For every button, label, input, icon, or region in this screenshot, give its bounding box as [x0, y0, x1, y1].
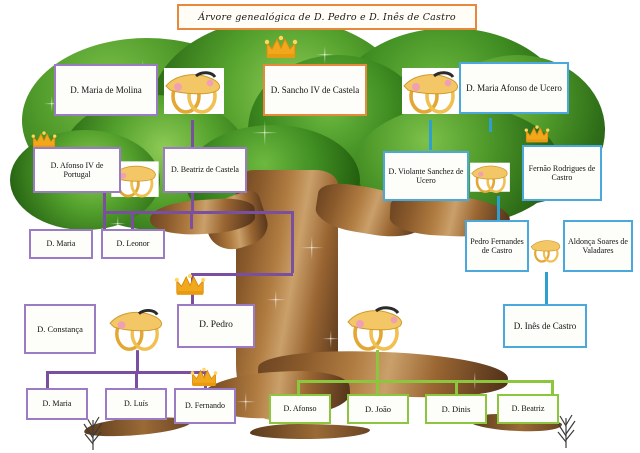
node-beatriz-child[interactable]: D. Beatriz: [497, 394, 559, 424]
node-pedro-fernandes[interactable]: Pedro Fernandes de Castro: [465, 220, 529, 272]
node-label: D. Beatriz: [511, 404, 545, 414]
node-label: D. Violante Sanchez de Ucero: [388, 166, 464, 185]
sparkle: [300, 236, 324, 260]
node-label: D. Inês de Castro: [513, 320, 577, 331]
wedding-rings-icon: [108, 306, 166, 351]
crown-icon: [264, 35, 298, 58]
node-label: D. Luís: [124, 399, 148, 409]
sparkle: [252, 120, 278, 146]
node-label: Fernão Rodrigues de Castro: [528, 163, 596, 182]
node-pedro[interactable]: D. Pedro: [177, 304, 255, 348]
node-label: Pedro Fernandes de Castro: [470, 236, 524, 255]
node-label: D. Maria: [46, 239, 76, 249]
node-afonso-iv[interactable]: D. Afonso IV de Portugal: [33, 147, 121, 193]
crown-icon: [31, 131, 57, 149]
node-label: D. Maria Afonso de Ucero: [466, 82, 562, 93]
node-label: D. Maria: [42, 399, 72, 409]
node-leonor[interactable]: D. Leonor: [101, 229, 165, 259]
node-label: D. Leonor: [116, 239, 150, 249]
node-label: D. Afonso IV de Portugal: [50, 160, 104, 179]
node-ines-castro[interactable]: D. Inês de Castro: [503, 304, 587, 348]
node-afonso-child[interactable]: D. Afonso: [269, 394, 331, 424]
connector: [191, 273, 293, 276]
connector: [46, 371, 49, 388]
wedding-rings-icon: [402, 68, 462, 114]
connector: [136, 348, 139, 373]
sparkle: [322, 330, 340, 348]
connector: [497, 196, 500, 220]
node-aldonca-soares[interactable]: Aldonça Soares de Valadares: [563, 220, 633, 272]
connector: [191, 193, 194, 213]
tree-branch: [257, 347, 509, 401]
wedding-rings-icon: [164, 68, 224, 114]
node-maria-1[interactable]: D. Maria: [29, 229, 93, 259]
connector: [190, 211, 193, 229]
node-label: D. Pedro: [199, 320, 233, 331]
connector: [191, 120, 194, 152]
connector: [46, 371, 206, 374]
node-maria-2[interactable]: D. Maria: [26, 388, 88, 420]
connector: [103, 193, 106, 212]
crown-icon: [190, 367, 218, 387]
connector: [103, 211, 293, 214]
node-label: Aldonça Soares de Valadares: [568, 236, 628, 255]
node-label: D. Dinis: [441, 403, 471, 414]
sparkle: [236, 392, 256, 412]
crown-icon: [524, 125, 550, 143]
node-label: D. Maria de Molina: [70, 84, 142, 95]
connector: [103, 211, 106, 229]
wedding-rings-icon: [346, 305, 406, 351]
node-luis[interactable]: D. Luís: [105, 388, 167, 420]
node-joao[interactable]: D. João: [347, 394, 409, 424]
node-label: D. Fernando: [185, 401, 225, 411]
sparkle: [316, 46, 334, 64]
node-fernando[interactable]: D. Fernando: [174, 388, 236, 424]
tree-branch: [148, 196, 257, 238]
crown-icon: [174, 273, 206, 295]
wedding-rings-icon: [470, 162, 510, 194]
connector: [291, 211, 294, 273]
node-beatriz-castela[interactable]: D. Beatriz de Castela: [163, 147, 247, 193]
node-sancho-iv[interactable]: D. Sancho IV de Castela: [263, 64, 367, 116]
connector: [376, 380, 379, 394]
node-label: D. Sancho IV de Castela: [270, 84, 360, 95]
connector: [297, 380, 300, 394]
node-maria-molina[interactable]: D. Maria de Molina: [54, 64, 158, 116]
connector: [429, 120, 432, 150]
connector: [297, 380, 553, 383]
connector: [551, 380, 554, 394]
node-dinis[interactable]: D. Dinis: [425, 394, 487, 424]
connector: [376, 348, 379, 382]
node-label: D. Afonso: [283, 404, 317, 414]
connector: [545, 272, 548, 304]
node-maria-afonso-ucero[interactable]: D. Maria Afonso de Ucero: [459, 62, 569, 114]
node-label: D. Beatriz de Castela: [171, 165, 239, 175]
connector: [455, 380, 458, 394]
page-title: Árvore genealógica de D. Pedro e D. Inês…: [177, 4, 477, 30]
tree-roots: [250, 424, 370, 439]
node-violante-sanchez[interactable]: D. Violante Sanchez de Ucero: [383, 151, 469, 201]
node-constanca[interactable]: D. Constança: [24, 304, 96, 354]
node-fernao-rodrigues[interactable]: Fernão Rodrigues de Castro: [522, 145, 602, 201]
wedding-rings-icon: [529, 237, 563, 263]
sparkle: [266, 290, 286, 310]
node-label: D. Constança: [37, 323, 83, 334]
tree-trunk: [236, 170, 338, 420]
connector: [135, 371, 138, 388]
connector: [489, 118, 492, 132]
tree-branch: [199, 188, 273, 256]
connector: [131, 211, 134, 229]
node-label: D. João: [365, 403, 391, 414]
